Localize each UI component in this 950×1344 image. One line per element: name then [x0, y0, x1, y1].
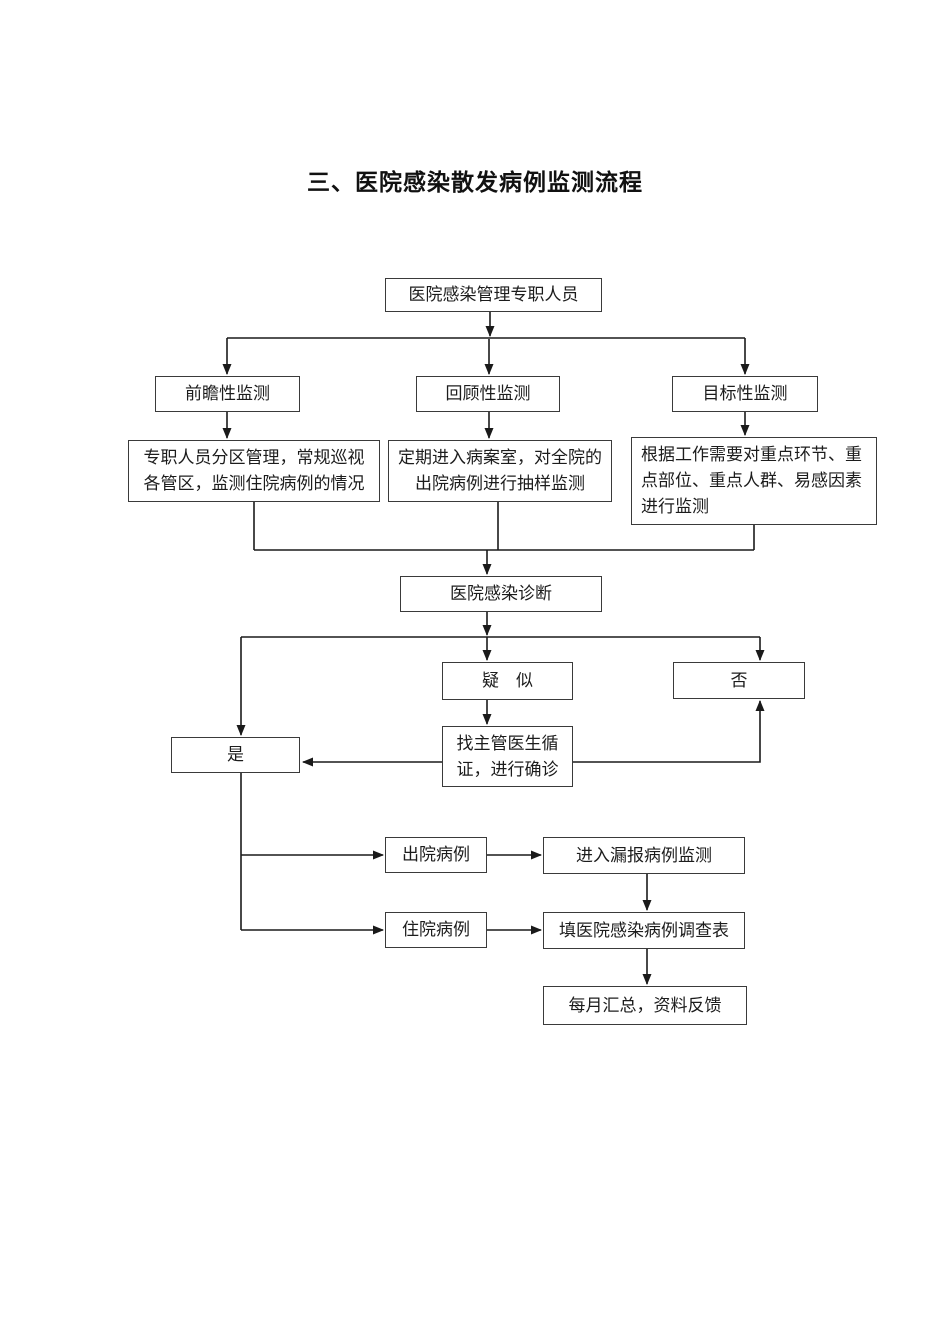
node-monthly-summary-feedback: 每月汇总，资料反馈 — [543, 986, 747, 1025]
node-fill-survey-form: 填医院感染病例调查表 — [543, 912, 745, 949]
node-zone-management: 专职人员分区管理，常规巡视 各管区，监测住院病例的情况 — [128, 440, 380, 502]
node-retrospective-monitoring: 回顾性监测 — [416, 376, 560, 412]
node-discharged-cases: 出院病例 — [385, 837, 487, 873]
node-targeted-monitoring: 目标性监测 — [672, 376, 818, 412]
node-full-time-staff: 医院感染管理专职人员 — [385, 278, 602, 312]
node-no: 否 — [673, 662, 805, 699]
page-title: 三、医院感染散发病例监测流程 — [307, 170, 643, 195]
node-missed-report-monitoring: 进入漏报病例监测 — [543, 837, 745, 874]
node-verify-with-doctor: 找主管医生循 证，进行确诊 — [442, 726, 573, 787]
node-yes: 是 — [171, 737, 300, 773]
node-inpatient-cases: 住院病例 — [385, 912, 487, 948]
node-suspected: 疑 似 — [442, 662, 573, 700]
node-key-factors-monitoring: 根据工作需要对重点环节、重 点部位、重点人群、易感因素 进行监测 — [631, 437, 877, 525]
node-infection-diagnosis: 医院感染诊断 — [400, 576, 602, 612]
node-records-room-sampling: 定期进入病案室，对全院的 出院病例进行抽样监测 — [388, 440, 612, 502]
node-prospective-monitoring: 前瞻性监测 — [155, 376, 300, 412]
